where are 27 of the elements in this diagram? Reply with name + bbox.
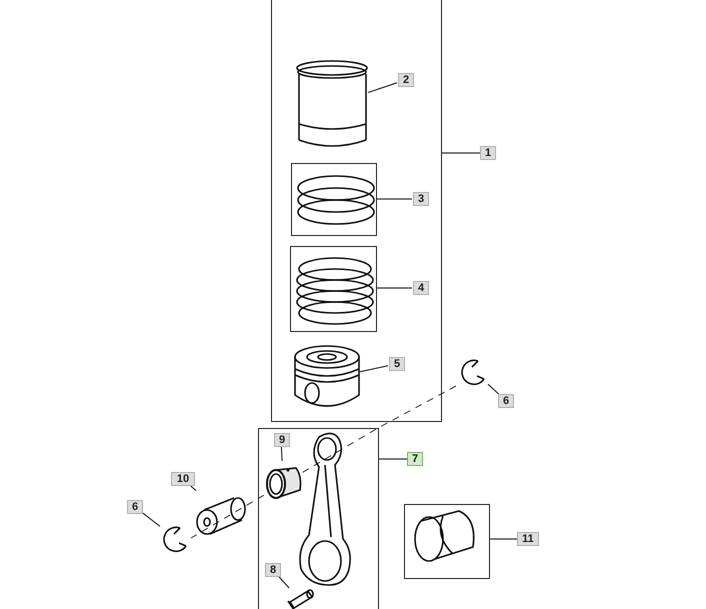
- assembly-frame: [271, 0, 442, 422]
- leader-line: [360, 365, 388, 372]
- leader-line: [488, 384, 500, 394]
- callout-number: 10: [171, 472, 195, 486]
- leader-line: [142, 512, 160, 527]
- callout-number: 1: [480, 146, 496, 160]
- cylinder-liner-drawing: [296, 60, 369, 150]
- leader-line: [190, 486, 196, 492]
- leader-line: [280, 446, 283, 462]
- callout-number: 9: [274, 433, 290, 447]
- callout-number: 2: [398, 73, 414, 87]
- callout-number: 8: [265, 563, 281, 577]
- connecting-rod-frame: [258, 428, 379, 609]
- leader-line: [278, 576, 290, 588]
- leader-line: [376, 198, 412, 200]
- callout-number: 7: [407, 452, 423, 466]
- callout-number: 11: [517, 532, 539, 546]
- callout-number: 6: [127, 500, 143, 514]
- bolt-drawing: [286, 589, 314, 609]
- callout-number: 5: [389, 357, 405, 371]
- callout-number: 4: [413, 281, 429, 295]
- callout-number: 3: [413, 192, 429, 206]
- leader-line: [378, 458, 408, 460]
- leader-line: [442, 152, 480, 154]
- leader-line: [490, 538, 518, 540]
- callout-number: 6: [498, 394, 514, 408]
- leader-line: [368, 82, 398, 94]
